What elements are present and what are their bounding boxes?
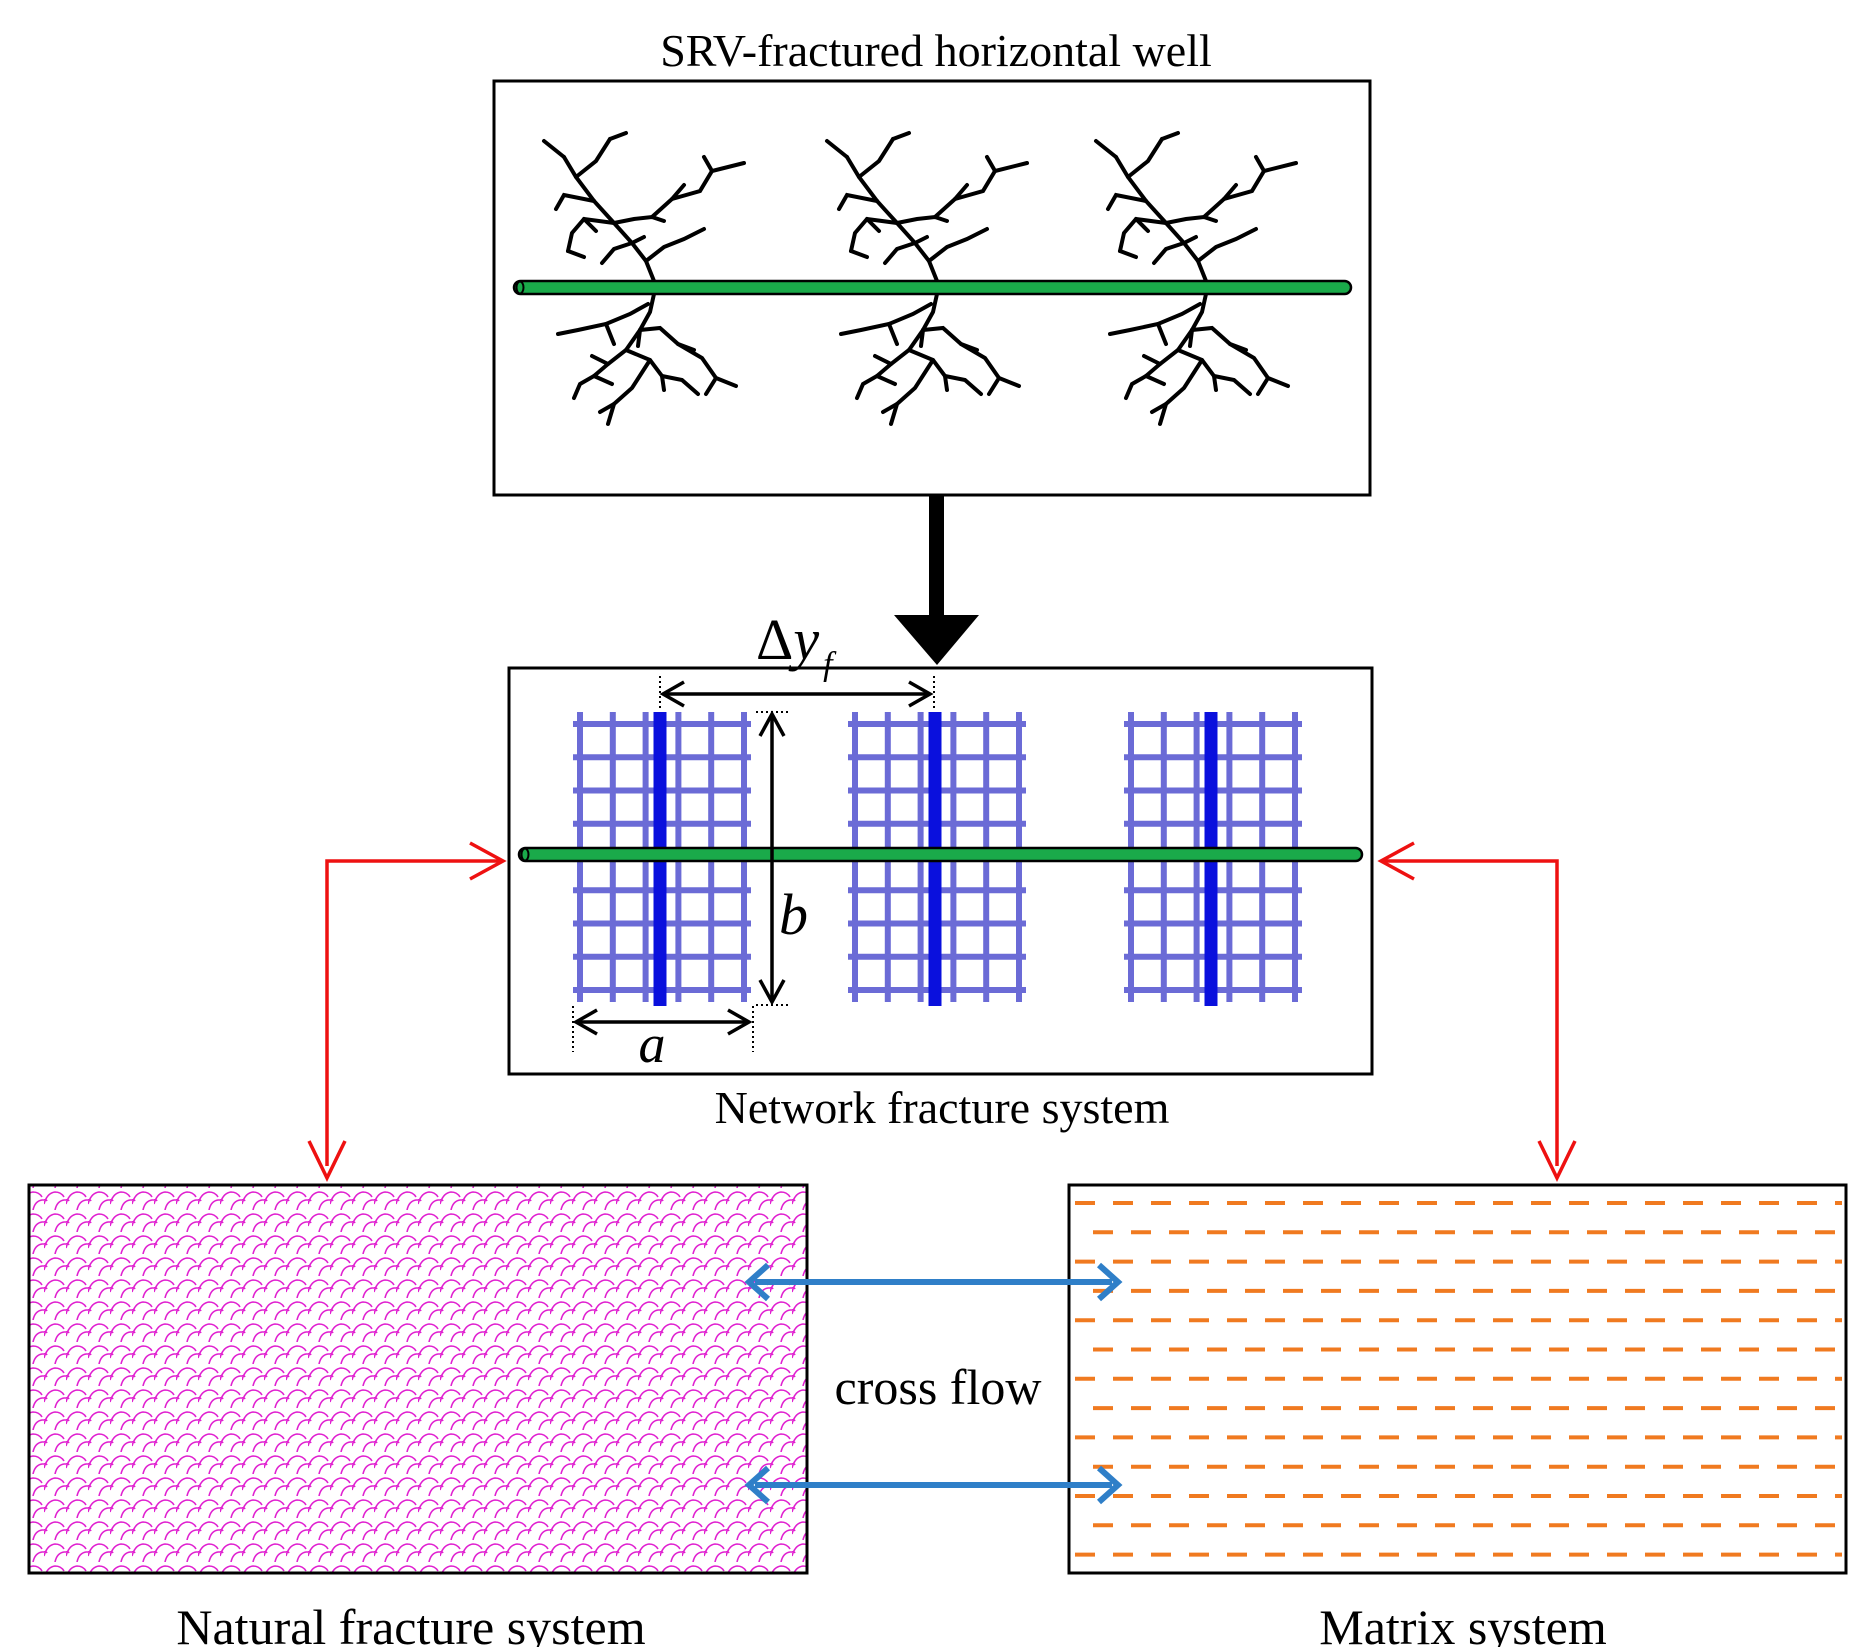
crossflow-arrow-top [744, 1262, 1123, 1302]
matrix-title: Matrix system [1319, 1599, 1607, 1647]
wellbore-end [520, 847, 530, 862]
crossflow-arrow-bottom [744, 1465, 1123, 1505]
dimension-b [756, 710, 790, 1006]
matrix-pattern [1075, 1201, 1842, 1557]
well-title: SRV-fractured horizontal well [660, 25, 1212, 76]
hydraulic-fracture-branches [542, 131, 1298, 426]
wellbore-pipe [512, 279, 1353, 296]
down-arrow [894, 496, 979, 665]
natural-fracture-box [27, 1183, 809, 1575]
fracture-grid [848, 712, 1026, 1006]
fracture-branch [825, 131, 1029, 283]
fracture-branch [1108, 292, 1290, 426]
link-arrow-left [307, 841, 507, 1183]
fracture-branch [542, 131, 746, 283]
dimension-delta-yf [659, 676, 935, 708]
fracture-branch [1094, 131, 1298, 283]
crossflow-label: cross flow [835, 1359, 1042, 1415]
fracture-branch [839, 292, 1021, 426]
link-arrow-right [1377, 841, 1577, 1183]
wellbore-pipe [517, 846, 1364, 863]
wellbore-end [515, 280, 525, 295]
network-title: Network fracture system [715, 1082, 1170, 1133]
natural-title: Natural fracture system [176, 1599, 645, 1647]
dimension-a [572, 1006, 754, 1052]
wellbore-top [512, 279, 1353, 296]
label-a: a [639, 1014, 666, 1074]
fracture-grids [573, 712, 1302, 1006]
wellbore-middle [517, 846, 1364, 863]
fracture-branch [556, 292, 738, 426]
label-b: b [779, 882, 808, 947]
